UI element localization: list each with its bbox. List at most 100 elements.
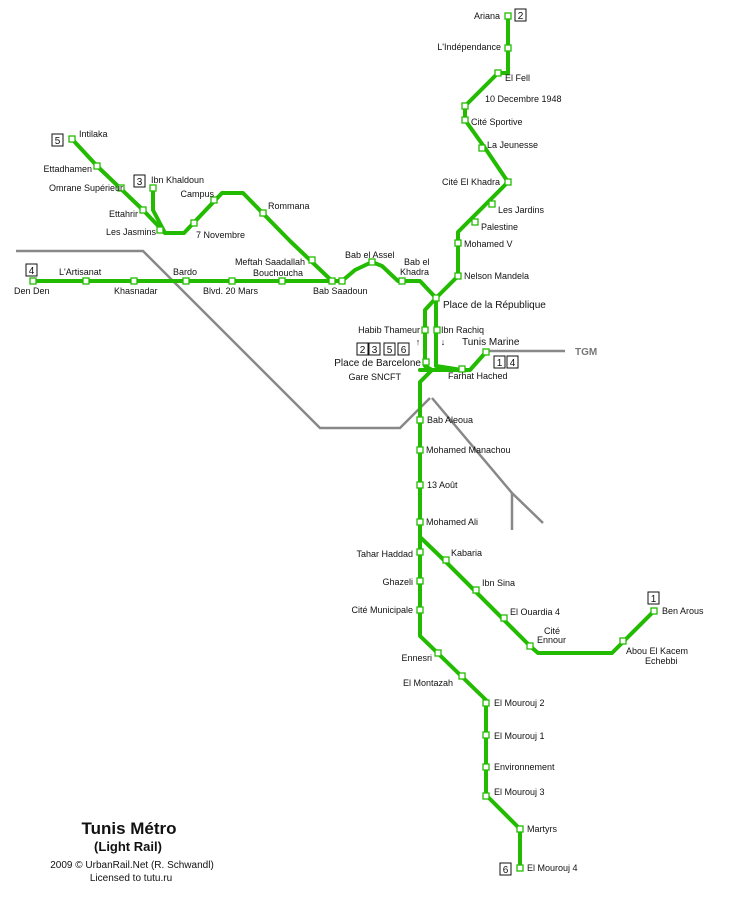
station-marker (182, 277, 190, 285)
station-marker (650, 607, 658, 615)
station-marker (29, 277, 37, 285)
line-2-north (434, 14, 510, 300)
station-marker (210, 196, 218, 204)
label-bab-el-khadra-2: Khadra (400, 267, 429, 277)
railway-lines (16, 249, 565, 530)
label-bouchoucha: Bouchoucha (253, 268, 303, 278)
central-to-marine (418, 350, 488, 372)
station-marker (516, 864, 524, 872)
label-el-ouardia-4: El Ouardia 4 (510, 607, 560, 617)
badge-line1-east: 1 (647, 591, 660, 605)
station-marker (149, 184, 157, 192)
label-abou-el-kacem-2: Echebbi (645, 656, 678, 666)
station-marker (494, 69, 502, 77)
map-title: Tunis Métro (81, 819, 176, 838)
label-el-mourouj-4: El Mourouj 4 (527, 863, 578, 873)
station-marker (328, 277, 336, 285)
station-marker (68, 135, 76, 143)
station-marker (416, 548, 424, 556)
label-ghazeli: Ghazeli (382, 577, 413, 587)
svg-text:3: 3 (372, 345, 378, 356)
label-bab-saadoun: Bab Saadoun (313, 286, 368, 296)
label-bab-aleoua: Bab Aleoua (427, 415, 473, 425)
label-cite-el-khadra: Cité El Khadra (442, 177, 500, 187)
station-marker (259, 209, 267, 217)
station-marker (472, 586, 480, 594)
label-ennesri: Ennesri (401, 653, 432, 663)
svg-text:6: 6 (401, 345, 407, 356)
label-el-mourouj-3: El Mourouj 3 (494, 787, 545, 797)
badge-line3-north: 3 (133, 174, 146, 188)
station-marker (504, 44, 512, 52)
station-labels: Ariana L'Indépendance El Fell 10 Decembr… (14, 11, 704, 873)
station-marker (619, 637, 627, 645)
station-marker (526, 642, 534, 650)
label-7-novembre: 7 Novembre (196, 230, 245, 240)
station-marker (416, 577, 424, 585)
station-marker (130, 277, 138, 285)
label-lartisanat: L'Artisanat (59, 267, 102, 277)
label-el-mourouj-2: El Mourouj 2 (494, 698, 545, 708)
station-marker (416, 446, 424, 454)
label-bab-el-khadra-1: Bab el (404, 257, 430, 267)
station-marker (117, 184, 125, 192)
station-marker (421, 326, 429, 334)
label-habib-thameur: Habib Thameur (358, 325, 420, 335)
label-ettahrir: Ettahrir (109, 209, 138, 219)
station-marker (416, 606, 424, 614)
badge-marine-4: 4 (506, 355, 519, 369)
badge-barcelona-2: 2 (356, 342, 369, 356)
svg-text:5: 5 (387, 345, 393, 356)
label-independance: L'Indépendance (437, 42, 501, 52)
metro-lines (31, 14, 656, 870)
station-marker (482, 763, 490, 771)
svg-text:4: 4 (510, 358, 516, 369)
label-la-jeunesse: La Jeunesse (487, 140, 538, 150)
station-marker (338, 277, 346, 285)
title-block: Tunis Métro (Light Rail) 2009 © UrbanRai… (50, 819, 214, 884)
line-1-southeast (418, 535, 656, 655)
arrow-down: ↓ (441, 337, 446, 347)
station-marker (416, 416, 424, 424)
label-cite-sportive: Cité Sportive (471, 117, 523, 127)
station-marker (516, 825, 524, 833)
label-13-aout: 13 Août (427, 480, 458, 490)
label-kabaria: Kabaria (451, 548, 482, 558)
station-marker (434, 649, 442, 657)
label-nelson-mandela: Nelson Mandela (464, 271, 529, 281)
station-marker (398, 277, 406, 285)
label-palestine: Palestine (481, 222, 518, 232)
label-omrane-superieur: Omrane Supérieur (49, 183, 123, 193)
svg-text:4: 4 (29, 266, 35, 277)
station-marker (482, 699, 490, 707)
label-rommana: Rommana (268, 201, 310, 211)
badge-line6-south: 6 (499, 862, 512, 876)
svg-text:1: 1 (497, 358, 503, 369)
label-place-barcelone: Place de Barcelone (334, 358, 421, 369)
station-marker (458, 365, 466, 373)
label-intilaka: Intilaka (79, 129, 108, 139)
svg-text:3: 3 (137, 177, 143, 188)
badge-barcelona-5: 5 (383, 342, 396, 356)
svg-text:6: 6 (503, 865, 509, 876)
station-marker (504, 12, 512, 20)
svg-text:1: 1 (651, 594, 657, 605)
station-marker (461, 102, 469, 110)
label-environnement: Environnement (494, 762, 555, 772)
station-marker (433, 326, 441, 334)
station-marker (82, 277, 90, 285)
label-tunis-marine: Tunis Marine (462, 337, 520, 348)
station-marker (482, 731, 490, 739)
label-mohamed-v: Mohamed V (464, 239, 513, 249)
station-marker (478, 144, 486, 152)
label-el-mourouj-1: El Mourouj 1 (494, 731, 545, 741)
station-marker (482, 348, 490, 356)
label-ibn-khaldoun: Ibn Khaldoun (151, 175, 204, 185)
label-ibn-sina: Ibn Sina (482, 578, 515, 588)
rail-west-to-center (16, 249, 431, 430)
station-marker (504, 178, 512, 186)
station-marker (488, 200, 496, 208)
station-marker (442, 556, 450, 564)
label-place-republique: Place de la République (443, 300, 546, 311)
